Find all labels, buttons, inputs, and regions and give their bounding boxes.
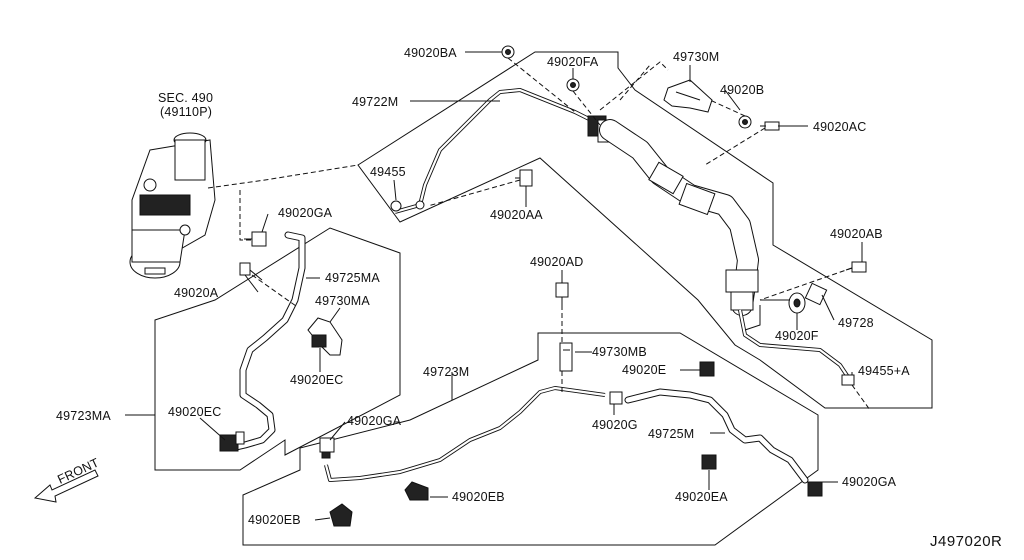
label-49728: 49728 (838, 316, 874, 330)
label-sec-490-sub: (49110P) (160, 105, 212, 119)
label-49722m: 49722M (352, 95, 398, 109)
nut-49020b (738, 115, 752, 129)
bolt-49020ba (501, 45, 515, 59)
bolt-49020aa (515, 169, 533, 187)
front-label: FRONT (55, 455, 101, 486)
grommet-49020f (788, 292, 806, 314)
label-49020ga-right: 49020GA (842, 475, 897, 489)
label-49020f: 49020F (775, 329, 819, 343)
clip-49020ga-mid (319, 437, 335, 459)
reference-code: J497020R (930, 533, 1002, 550)
label-49020ea: 49020EA (675, 490, 728, 504)
label-sec-490: SEC. 490 (158, 91, 213, 105)
bolt-49020ab (845, 261, 867, 273)
label-49020ga-mid: 49020GA (347, 414, 402, 428)
label-49455a: 49455+A (858, 364, 910, 378)
label-49020ac: 49020AC (813, 120, 867, 134)
label-49020ga-top: 49020GA (278, 206, 333, 220)
label-49725m: 49725M (648, 427, 694, 441)
nut-49020fa (566, 78, 580, 92)
panel-bottom (242, 332, 819, 546)
fitting-49020g (609, 391, 623, 405)
label-49730m: 49730M (673, 50, 719, 64)
clip-49020ec-low (219, 431, 245, 452)
label-49020aa: 49020AA (490, 208, 543, 222)
clamp-49730mb (559, 342, 573, 372)
clip-49020ga-right (807, 481, 823, 497)
label-49020ba: 49020BA (404, 46, 457, 60)
label-49020ec-mid: 49020EC (290, 373, 344, 387)
front-arrow-icon (33, 469, 99, 503)
label-49020eb-low: 49020EB (248, 513, 301, 527)
label-49730ma: 49730MA (315, 294, 370, 308)
label-49723m: 49723M (423, 365, 469, 379)
label-49455: 49455 (370, 165, 406, 179)
label-49723ma: 49723MA (56, 409, 111, 423)
label-49725ma: 49725MA (325, 271, 380, 285)
mount-49728 (804, 282, 828, 306)
clip-49020eb-low (329, 503, 353, 527)
label-49020eb-mid: 49020EB (452, 490, 505, 504)
panel-upper-right (357, 51, 933, 409)
panel-left (154, 227, 401, 471)
label-49020a: 49020A (174, 286, 219, 300)
label-49730mb: 49730MB (592, 345, 647, 359)
clip-49020eb-mid (404, 481, 429, 501)
bracket-49730ma (307, 317, 343, 356)
clip-49020ga-top (244, 231, 267, 247)
power-steering-pump (129, 132, 216, 279)
clamp-49020e (699, 361, 715, 377)
label-49020fa: 49020FA (547, 55, 599, 69)
clamp-49020ea (701, 454, 717, 470)
label-49020e: 49020E (622, 363, 666, 377)
label-49020ab: 49020AB (830, 227, 883, 241)
label-49020b: 49020B (720, 83, 764, 97)
label-49020g: 49020G (592, 418, 638, 432)
label-49020ec-low: 49020EC (168, 405, 222, 419)
label-49020ad: 49020AD (530, 255, 584, 269)
bolt-49020ad (555, 282, 569, 305)
